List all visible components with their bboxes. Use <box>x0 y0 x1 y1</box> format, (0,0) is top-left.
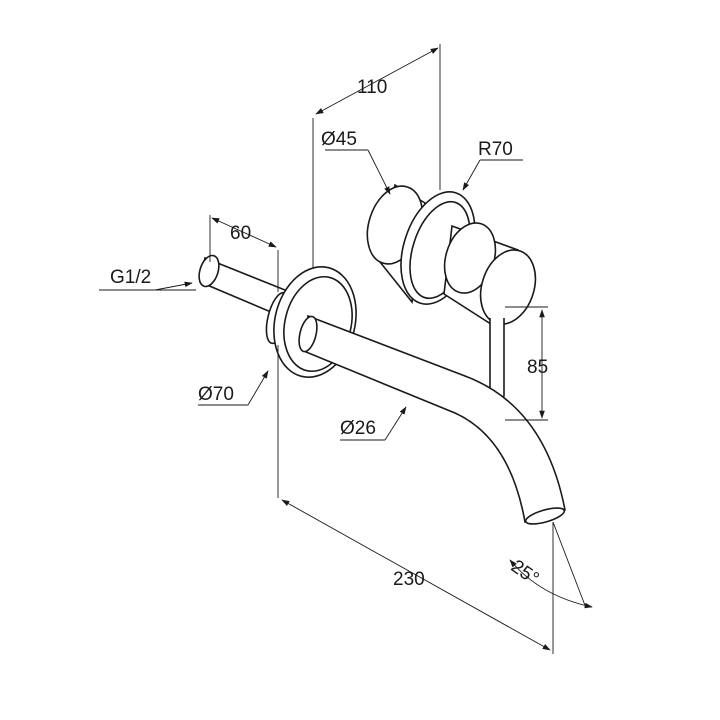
dim-thread-label: G1/2 <box>110 267 151 288</box>
mixer-body <box>366 183 537 400</box>
dimension-lines <box>154 47 593 651</box>
dimension-labels: 110 Ø45 R70 60 G1/2 Ø70 Ø26 85 230 25° <box>110 77 548 590</box>
dim-110-label: 110 <box>357 77 387 98</box>
dim-60-label: 60 <box>230 223 251 244</box>
dim-230-label: 230 <box>393 569 425 590</box>
dim-rosette-diameter-label: Ø70 <box>198 384 234 405</box>
dim-rosette-radius-label: R70 <box>478 139 513 160</box>
dim-spout-diameter-label: Ø26 <box>340 418 376 439</box>
dim-knob-diameter-label: Ø45 <box>321 129 357 150</box>
dim-85-label: 85 <box>527 357 548 378</box>
